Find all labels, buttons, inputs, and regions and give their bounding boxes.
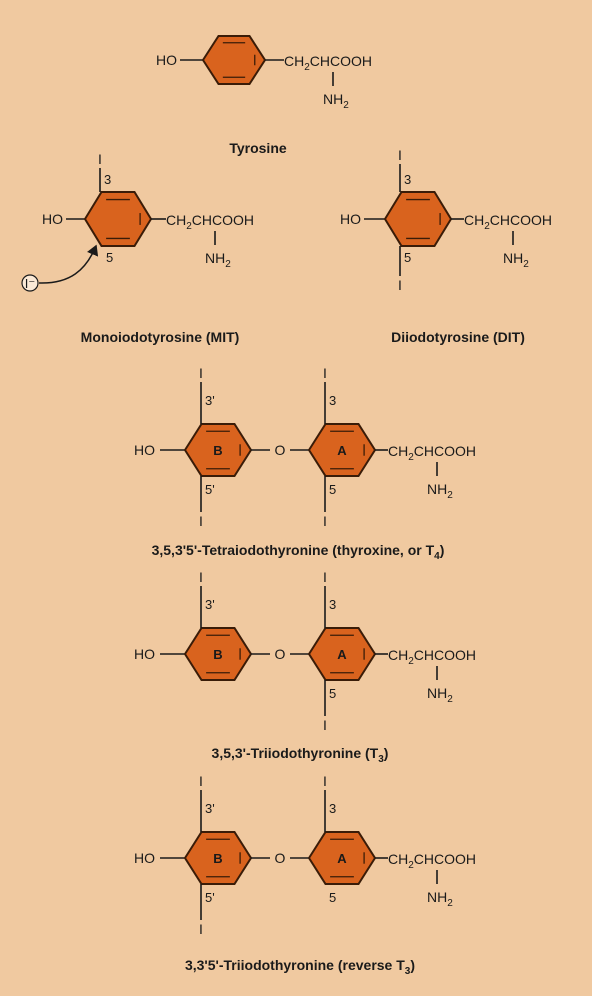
amine-label: NH2 <box>323 91 349 111</box>
hydroxyl-label: HO <box>340 211 361 227</box>
iodine-3-prime-position: 3' <box>205 597 215 612</box>
iodine-5-atom: I <box>398 277 402 293</box>
ring-b: B <box>183 627 253 681</box>
iodine-5-position: 5 <box>329 686 336 701</box>
hydroxyl-label: HO <box>134 442 155 458</box>
iodine-5-position: 5 <box>329 482 336 497</box>
iodine-3-atom: I <box>323 365 327 381</box>
dit-ring <box>383 191 453 247</box>
caption-reverse-t3-subscript: 3 <box>405 966 411 977</box>
ring-a: A <box>307 627 377 681</box>
ring-label: B <box>213 851 222 866</box>
amine-label: NH2 <box>427 685 453 705</box>
iodide-ion-circle <box>21 274 39 292</box>
iodine-5-position: 5 <box>404 250 411 265</box>
iodination-arrow <box>38 244 99 284</box>
caption-t4-main: 3,5,3'5'-Tetraiodothyronine (thyroxine, … <box>152 542 435 558</box>
caption-tyrosine: Tyrosine <box>229 140 287 156</box>
iodine-3-position: 3 <box>329 801 336 816</box>
ring-a: A <box>307 423 377 477</box>
side-chain-label: CH2CHCOOH <box>166 212 254 232</box>
iodine-3-atom: I <box>323 773 327 789</box>
hydroxyl-label: HO <box>42 211 63 227</box>
ring-label: A <box>337 851 347 866</box>
iodine-3-atom: I <box>398 147 402 163</box>
caption-dit: Diiodotyrosine (DIT) <box>391 329 525 345</box>
iodine-5-atom: I <box>323 717 327 733</box>
hydroxyl-label: HO <box>156 52 177 68</box>
amine-label: NH2 <box>427 481 453 501</box>
iodine-3-position: 3 <box>104 172 111 187</box>
iodine-5-prime-atom: I <box>199 921 203 937</box>
iodine-3-prime-atom: I <box>199 365 203 381</box>
amine-label: NH2 <box>205 250 231 270</box>
caption-t3: 3,5,3'-Triiodothyronine (T3) <box>212 745 389 765</box>
side-chain-label: CH2CHCOOH <box>388 647 476 667</box>
caption-reverse-t3: 3,3'5'-Triiodothyronine (reverse T3) <box>185 957 415 977</box>
hydroxyl-label: HO <box>134 646 155 662</box>
ring-b: B <box>183 831 253 885</box>
ring-b: B <box>183 423 253 477</box>
ether-oxygen-label: O <box>275 646 286 662</box>
ring-label: B <box>213 443 222 458</box>
tyrosine-ring <box>201 35 267 85</box>
caption-reverse-t3-end: ) <box>410 957 415 973</box>
tyrosine-structure: HO CH2CHCOOH NH2 <box>156 35 372 111</box>
iodine-3-prime-position: 3' <box>205 801 215 816</box>
iodine-3-prime-position: 3' <box>205 393 215 408</box>
iodine-3-atom: I <box>98 151 102 167</box>
ring-a: A <box>307 831 377 885</box>
iodine-3-atom: I <box>323 569 327 585</box>
iodine-3-position: 3 <box>329 597 336 612</box>
side-chain-label: CH2CHCOOH <box>284 53 372 73</box>
ring-label: A <box>337 647 347 662</box>
iodine-3-prime-atom: I <box>199 773 203 789</box>
caption-t4-end: ) <box>440 542 445 558</box>
iodine-5-prime-position: 5' <box>205 890 215 905</box>
amine-label: NH2 <box>427 889 453 909</box>
iodine-5-atom: I <box>323 513 327 529</box>
mit-ring <box>83 191 153 247</box>
position-5-label: 5 <box>329 890 336 905</box>
caption-reverse-t3-main: 3,3'5'-Triiodothyronine (reverse T <box>185 957 405 973</box>
ether-oxygen-label: O <box>275 850 286 866</box>
caption-t4-subscript: 4 <box>434 551 440 562</box>
iodine-5-prime-position: 5' <box>205 482 215 497</box>
caption-t3-main: 3,5,3'-Triiodothyronine (T <box>212 745 379 761</box>
caption-t3-end: ) <box>384 745 389 761</box>
ring-label: A <box>337 443 347 458</box>
iodine-5-prime-atom: I <box>199 513 203 529</box>
position-5-label: 5 <box>106 250 113 265</box>
ring-label: B <box>213 647 222 662</box>
amine-label: NH2 <box>503 250 529 270</box>
caption-mit: Monoiodotyrosine (MIT) <box>81 329 240 345</box>
side-chain-label: CH2CHCOOH <box>464 212 552 232</box>
iodine-3-position: 3 <box>404 172 411 187</box>
side-chain-label: CH2CHCOOH <box>388 851 476 871</box>
side-chain-label: CH2CHCOOH <box>388 443 476 463</box>
caption-t4: 3,5,3'5'-Tetraiodothyronine (thyroxine, … <box>152 542 445 562</box>
iodine-3-prime-atom: I <box>199 569 203 585</box>
caption-t3-subscript: 3 <box>378 754 384 765</box>
iodine-3-position: 3 <box>329 393 336 408</box>
hydroxyl-label: HO <box>134 850 155 866</box>
ether-oxygen-label: O <box>275 442 286 458</box>
iodide-ion-label: I⁻ <box>25 276 35 291</box>
